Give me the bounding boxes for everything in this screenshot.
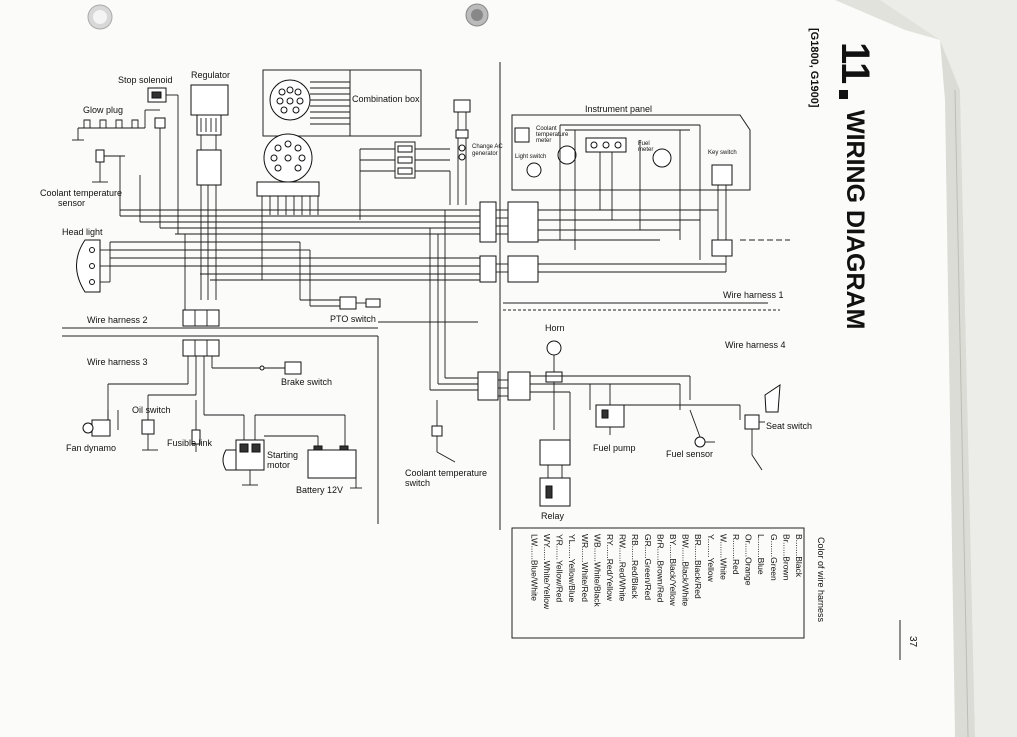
fan-dynamo-label: Fan dynamo [66, 443, 116, 453]
wire-harness-1-label: Wire harness 1 [723, 290, 784, 300]
pto-switch-label: PTO switch [330, 314, 376, 324]
page-number: 37 [907, 636, 918, 648]
starting-motor-label: Starting motor [267, 450, 301, 470]
regulator [190, 84, 229, 186]
legend-item: WB......White/Black [592, 534, 602, 607]
legend-item: Br......Brown [781, 534, 791, 581]
fusible-link-label: Fusible link [167, 438, 213, 448]
legend-item: L........Blue [756, 534, 766, 575]
legend-item: BrR.....Brown/Red [655, 534, 665, 603]
starting-motor [222, 439, 265, 486]
seat-switch-label: Seat switch [766, 421, 812, 431]
instrument-panel [511, 114, 790, 273]
glow-plug-label: Glow plug [83, 105, 123, 115]
coolant-temp-switch [431, 400, 456, 463]
brake-switch [250, 361, 302, 375]
fuel-sensor [689, 409, 715, 448]
fan-dynamo [82, 410, 119, 437]
legend-item: YR......Yellow/Red [555, 534, 565, 602]
legend-item: RY......Red/Yellow [605, 534, 615, 602]
legend-items: B.......BlackBr......BrownG.......GreenL… [529, 534, 804, 610]
series-label: [G1800, G1900] [808, 28, 820, 108]
page-curl [835, 0, 1017, 737]
horn [545, 340, 563, 383]
pto-switch [339, 296, 381, 310]
stop-solenoid [147, 87, 179, 175]
fuel-meter-label: Fuel meter [638, 141, 653, 153]
change-ac-generator-label: Change AC generator [472, 144, 504, 157]
head-light [76, 239, 111, 293]
legend-item: GR.....Green/Red [643, 534, 653, 600]
legend-item: W.......White [718, 534, 728, 580]
fuel-pump-label: Fuel pump [593, 443, 636, 453]
harness-4-wires [477, 371, 741, 445]
main-connector [256, 133, 320, 215]
coolant-temp-sensor [92, 149, 125, 183]
wire-harness-2-label: Wire harness 2 [87, 315, 148, 325]
regulator-label: Regulator [191, 70, 230, 80]
oil-switch-label: Oil switch [132, 405, 171, 415]
fuel-sensor-label: Fuel sensor [666, 449, 713, 459]
light-switch-label: Light switch [515, 154, 546, 160]
relay-label: Relay [541, 511, 565, 521]
wire-harness-2-connector [182, 309, 220, 357]
section-number: 11 [833, 42, 877, 84]
legend-item: Y........Yellow [706, 534, 716, 583]
section-frames [62, 62, 780, 530]
legend-item: WR......White/Red [580, 534, 590, 602]
binder-holes [87, 3, 489, 30]
glow-plug [72, 109, 160, 141]
legend-item: RB......Red/Black [630, 534, 640, 599]
relay [539, 439, 571, 507]
main-harness-wires [110, 150, 480, 391]
coolant-temp-switch-label: Coolant temperature switch [405, 468, 490, 488]
combination-box [262, 69, 422, 137]
section-bullet [839, 90, 848, 99]
fuse-block [359, 141, 451, 220]
wire-harness-4-label: Wire harness 4 [725, 340, 786, 350]
harness-connectors-center [479, 201, 539, 283]
legend-item: BW......Black/White [681, 534, 691, 607]
legend-item: YL......Yellow/Blue [567, 534, 577, 602]
brake-switch-label: Brake switch [281, 377, 332, 387]
instrument-panel-label: Instrument panel [585, 104, 652, 114]
legend-item: BR......Black/Red [693, 534, 703, 599]
legend-item: G.......Green [769, 534, 779, 581]
legend-item: BY......Black/Yellow [668, 534, 678, 607]
coolant-temp-meter-label: Coolant temperature meter [536, 126, 570, 144]
battery [264, 435, 362, 489]
horn-label: Horn [545, 323, 565, 333]
legend-title: Color of wire harness [816, 537, 826, 623]
fusible-link [191, 429, 201, 452]
stop-solenoid-label: Stop solenoid [118, 75, 173, 85]
key-switch-label: Key switch [708, 150, 737, 156]
legend-item: B.......Black [794, 534, 804, 578]
battery-label: Battery 12V [296, 485, 343, 495]
seat-switch [744, 384, 781, 471]
change-ac-generator [453, 99, 471, 205]
legend-item: WY......White/Yellow [542, 534, 552, 610]
page-header: [G1800, G1900] 11 WIRING DIAGRAM 37 [808, 28, 918, 660]
fuel-pump [595, 404, 625, 435]
oil-switch [141, 419, 158, 451]
legend-item: LW......Blue/White [529, 534, 539, 601]
legend-item: Or......Orange [744, 534, 754, 586]
wire-harness-3-label: Wire harness 3 [87, 357, 148, 367]
combination-box-label: Combination box [352, 94, 420, 104]
legend-item: R........Red [731, 534, 741, 575]
section-title: WIRING DIAGRAM [841, 110, 869, 329]
legend-item: RW......Red/White [618, 534, 628, 602]
head-light-label: Head light [62, 227, 103, 237]
coolant-temp-sensor-label: Coolant temperature sensor [40, 188, 125, 208]
wire-color-legend: Color of wire harness B.......BlackBr...… [511, 527, 826, 639]
